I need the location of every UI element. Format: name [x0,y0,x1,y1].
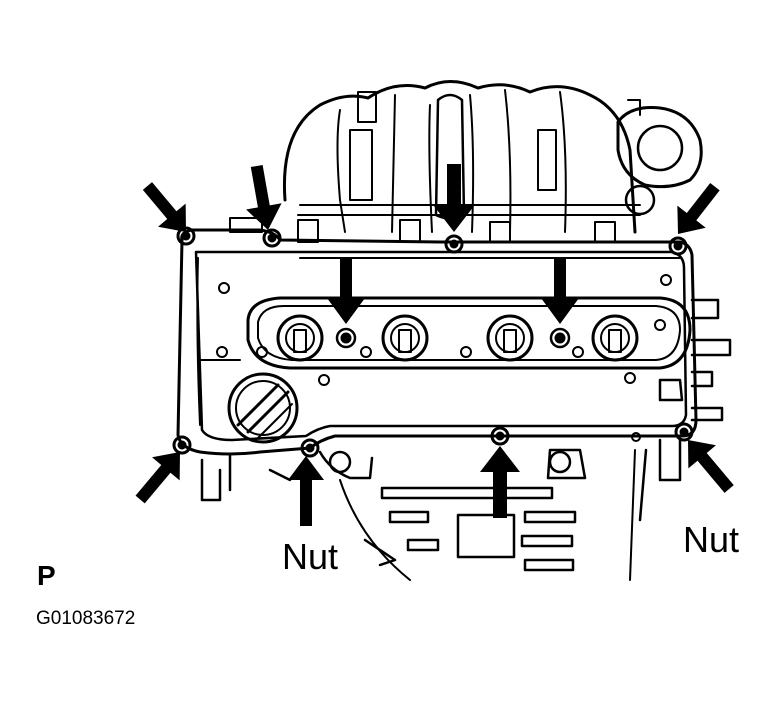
center-bolts [335,327,571,349]
up-arrow-icon [688,440,734,493]
down-arrow-icon [327,258,365,324]
cover-screws [216,274,672,442]
arrows [135,164,734,526]
figure-code: G01083672 [36,608,136,629]
up-arrow-icon [288,456,324,526]
spark-plug-holes [276,314,639,362]
nut-label-right: Nut [683,519,740,560]
down-arrow-icon [246,164,282,230]
spark-plug-hole-2 [381,314,429,362]
nut-label-left: Nut [282,536,339,577]
down-arrow-icon [142,182,186,232]
spark-plug-hole-3 [486,314,534,362]
down-arrow-icon [677,183,720,234]
manifold-runner-flanges [229,217,616,243]
up-arrow-icon [135,452,180,504]
spark-plug-plate [246,296,692,370]
down-arrow-icon [434,164,474,232]
view-letter: P [37,560,56,591]
engine-block-lower [200,438,682,581]
spark-plug-hole-4 [591,314,639,362]
up-arrow-icon [480,446,520,518]
throttle-body [616,99,703,216]
head-cover [176,228,698,456]
spark-plug-hole-1 [276,314,324,362]
oil-filler-cap [227,372,299,444]
right-fittings [658,298,732,422]
perimeter-bolts [172,226,694,458]
down-arrow-icon [541,258,579,324]
